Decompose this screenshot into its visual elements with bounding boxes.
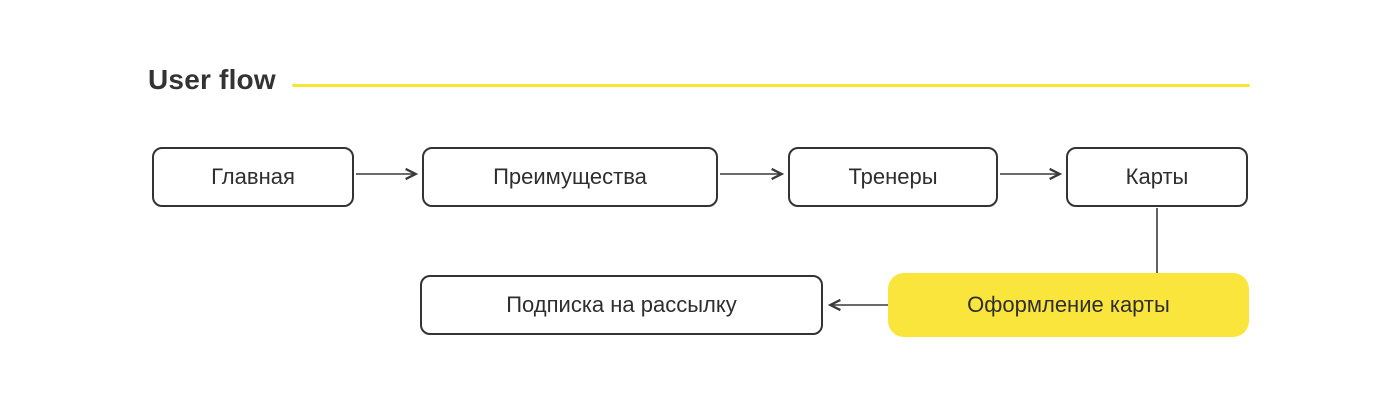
flow-node-label: Преимущества	[493, 164, 647, 189]
page-title: User flow	[148, 64, 276, 95]
flow-node-label: Главная	[211, 164, 295, 189]
flow-node-cards[interactable]: Карты	[1066, 147, 1248, 207]
title-underline-rule	[292, 84, 1250, 87]
flow-node-trainers[interactable]: Тренеры	[788, 147, 998, 207]
flow-node-home[interactable]: Главная	[152, 147, 354, 207]
flow-node-checkout-highlighted[interactable]: Оформление карты	[888, 273, 1249, 337]
flow-node-label: Карты	[1125, 164, 1189, 189]
flow-node-label: Тренеры	[848, 164, 938, 189]
flow-node-label: Подписка на рассылку	[506, 292, 737, 317]
flow-node-subscribe[interactable]: Подписка на рассылку	[420, 275, 823, 335]
flow-node-benefits[interactable]: Преимущества	[422, 147, 718, 207]
flow-node-label: Оформление карты	[967, 292, 1170, 317]
